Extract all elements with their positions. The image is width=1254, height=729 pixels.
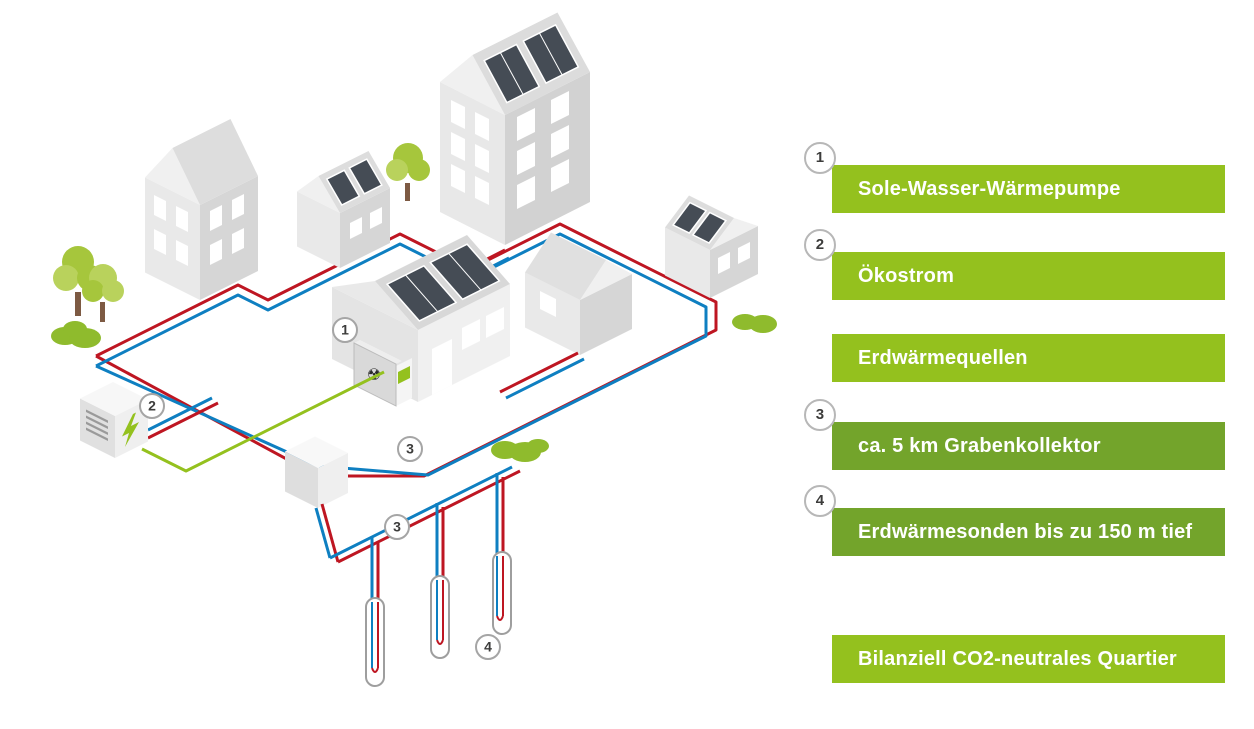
pipe-green-power [141, 370, 385, 473]
front-openings [432, 307, 504, 396]
legend-badge-3: 3 [804, 399, 836, 431]
legend-badge-2: 2 [804, 229, 836, 261]
bolt-icon [122, 412, 139, 448]
legend-label: Bilanziell CO2-neutrales Quartier [858, 648, 1177, 670]
trees-left [53, 246, 124, 322]
legend-item-waermepumpe: 1 Sole-Wasser-Wärmepumpe [804, 142, 1225, 213]
pipe-network-boreholes [314, 465, 521, 604]
marker-1: 1 [332, 317, 358, 343]
legend-item-erdwaermesonden: 4 Erdwärmesonden bis zu 150 m tief [804, 485, 1225, 556]
windows-left [451, 100, 489, 206]
windows-right [517, 91, 569, 210]
legend-label: Sole-Wasser-Wärmepumpe [858, 178, 1121, 200]
marker-3-lower: 3 [384, 514, 410, 540]
windows-right [210, 194, 244, 266]
borehole-probes [365, 551, 512, 687]
solar-panels [483, 23, 580, 104]
tree-center [386, 143, 430, 201]
windows-right [350, 207, 382, 240]
building-apartment [440, 12, 590, 245]
marker-3-upper: 3 [397, 436, 423, 462]
windows-right [718, 242, 750, 275]
district-illustration: ☢ [51, 12, 777, 687]
transformer-box [80, 382, 148, 458]
building-small-solar-house [297, 151, 390, 268]
svg-text:2: 2 [148, 398, 156, 414]
legend-item-co2-neutral: Bilanziell CO2-neutrales Quartier [832, 635, 1225, 683]
building-right-solar-house [665, 195, 758, 298]
marker-4: 4 [475, 634, 501, 660]
solar-panels [385, 243, 501, 322]
svg-text:4: 4 [484, 639, 492, 655]
marker-2: 2 [139, 393, 165, 419]
legend-badge-4: 4 [804, 485, 836, 517]
pipe-network-ring [95, 222, 718, 478]
window-left [540, 291, 556, 318]
svg-text:3: 3 [406, 441, 414, 457]
building-mid-right-house [525, 232, 632, 355]
legend-item-grabenkollektor: 3 ca. 5 km Grabenkollektor [804, 399, 1225, 470]
legend-label: Erdwärmesonden bis zu 150 m tief [858, 521, 1193, 543]
legend-label: Erdwärmequellen [858, 347, 1028, 369]
legend-item-erdwaermequellen: Erdwärmequellen [832, 334, 1225, 382]
distribution-box [285, 436, 348, 508]
svg-text:3: 3 [393, 519, 401, 535]
legend-label: ca. 5 km Grabenkollektor [858, 435, 1101, 457]
legend-label: Ökostrom [858, 265, 955, 287]
svg-text:1: 1 [341, 322, 349, 338]
building-central-house: ☢ [332, 235, 510, 407]
windows-left [154, 195, 188, 267]
heat-pump-unit: ☢ [353, 340, 412, 407]
building-left-house [145, 119, 258, 300]
bushes [51, 314, 777, 462]
pipe-spur-mid-right [499, 351, 585, 400]
pipe-spur-transformer [147, 396, 219, 440]
legend-badge-1: 1 [804, 142, 836, 174]
legend-item-oekostrom: 2 Ökostrom [804, 229, 1225, 300]
